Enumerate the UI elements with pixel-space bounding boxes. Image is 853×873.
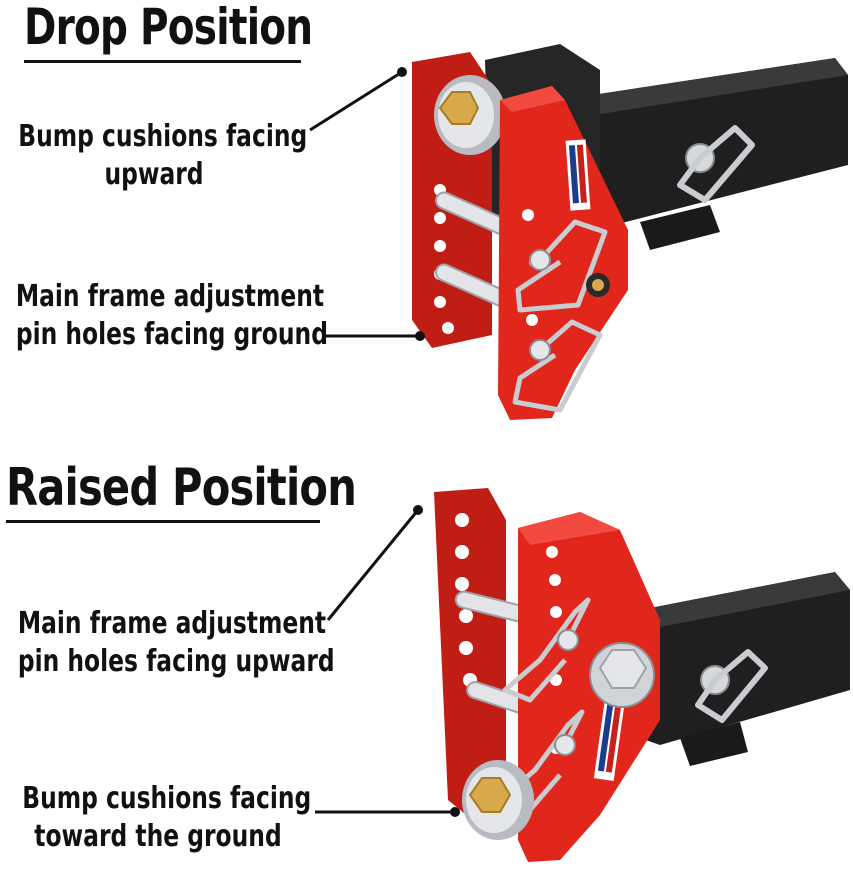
callout-line: Main frame adjustment <box>17 606 327 641</box>
leader-line <box>309 70 403 132</box>
raised-hitch <box>434 488 850 862</box>
bump-cushion-icon <box>462 760 534 840</box>
callout-line: toward the ground <box>34 819 282 854</box>
callout-raised-bump-cushions: Bump cushions facing toward the ground <box>22 780 312 856</box>
drop-heading-underline <box>24 60 301 63</box>
adjustment-pin-holes <box>455 513 477 687</box>
leader-dot <box>415 331 425 341</box>
pivot-bolt-icon <box>589 642 655 708</box>
drop-position-heading: Drop Position <box>24 0 313 56</box>
clip-pins <box>512 219 608 413</box>
callout-line: Bump cushions facing <box>22 781 312 816</box>
front-frame-plate <box>518 512 660 862</box>
raised-position-heading: Raised Position <box>6 458 357 518</box>
bump-cushion-icon <box>434 75 506 155</box>
callout-line: pin holes facing upward <box>17 644 335 679</box>
hitch-pin-clip-icon <box>677 125 755 203</box>
callout-line: upward <box>104 157 204 192</box>
hitch-pin-clip-icon <box>695 649 768 723</box>
leader-dot <box>397 67 407 77</box>
leader-line <box>326 509 420 621</box>
callout-line: pin holes facing ground <box>15 317 328 352</box>
callout-drop-bump-cushions: Bump cushions facing upward <box>18 118 308 194</box>
drop-hitch <box>412 44 848 420</box>
callout-line: Bump cushions facing <box>18 119 308 154</box>
leader-dot <box>413 505 423 515</box>
front-frame-plate <box>498 86 628 420</box>
callout-leaders <box>309 67 460 817</box>
raised-heading-underline <box>6 520 320 523</box>
callout-raised-pin-holes: Main frame adjustment pin holes facing u… <box>17 605 335 681</box>
callout-drop-pin-holes: Main frame adjustment pin holes facing g… <box>15 278 328 354</box>
leader-dot <box>450 807 460 817</box>
callout-line: Main frame adjustment <box>15 279 325 314</box>
